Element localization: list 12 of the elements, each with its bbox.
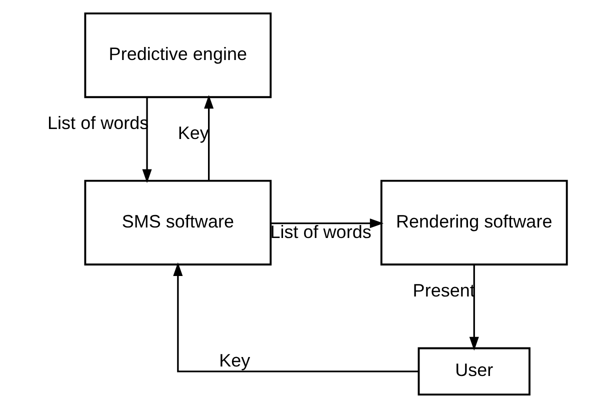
node-box: Predictive engine	[84, 12, 272, 98]
edge-label: Key	[219, 350, 250, 371]
arrow	[270, 218, 384, 228]
arrow	[173, 262, 418, 372]
edge-label: Key	[178, 123, 209, 144]
node-box: User	[418, 347, 530, 396]
arrow	[469, 264, 479, 351]
arrow	[204, 94, 214, 180]
node-box: Rendering software	[380, 180, 568, 266]
edge-label: List of words	[270, 222, 372, 242]
arrow	[142, 98, 152, 183]
node-box: SMS software	[84, 180, 272, 266]
